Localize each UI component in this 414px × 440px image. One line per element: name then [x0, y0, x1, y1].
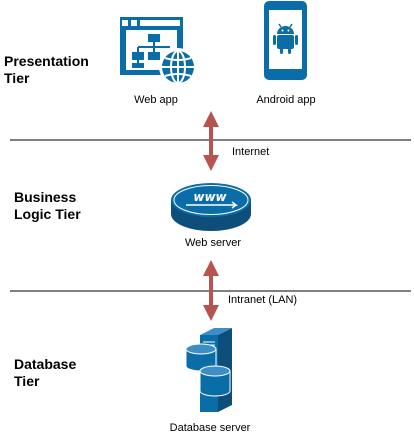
web-server-label: Web server [185, 237, 241, 249]
presentation-tier-label-line2: Tier [4, 70, 30, 86]
presentation-tier-label-line1: Presentation [4, 53, 89, 69]
android-app-label: Android app [256, 94, 315, 106]
database-tier-label-line2: Tier [14, 373, 40, 389]
business-tier-label-line2: Logic Tier [14, 206, 81, 222]
database-server-label: Database server [170, 422, 251, 434]
database-tier-label-line1: Database [14, 356, 76, 372]
intranet-label: Intranet (LAN) [228, 294, 297, 306]
database-server-icon [185, 328, 232, 412]
web-server-badge: www [193, 190, 227, 204]
internet-label: Internet [232, 146, 269, 158]
business-tier-label-line1: Business [14, 189, 76, 205]
android-phone-icon [264, 1, 307, 80]
web-app-icon [120, 17, 197, 86]
web-app-label: Web app [134, 94, 178, 106]
web-server-icon: www [171, 183, 251, 231]
